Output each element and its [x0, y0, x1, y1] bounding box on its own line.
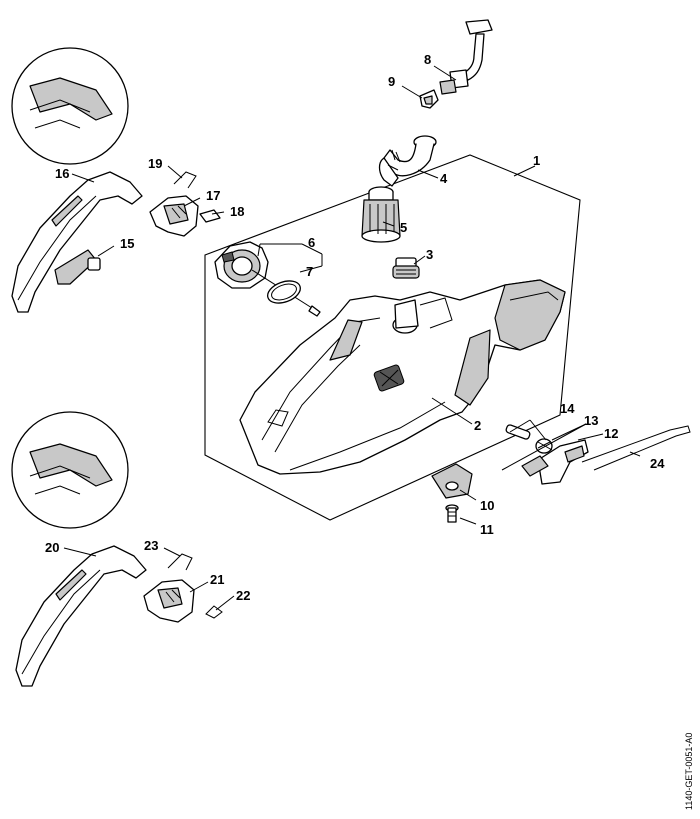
assembly-frame — [204, 154, 581, 521]
callout-9: 9 — [388, 74, 395, 89]
callout-12: 12 — [604, 426, 618, 441]
tank-housing — [239, 279, 566, 475]
rear-handle-bottom — [15, 545, 147, 687]
drawing-code: 1140-GET-0051-A0 — [684, 733, 694, 810]
spring-wire-bottom — [167, 553, 193, 571]
callout-14: 14 — [560, 401, 575, 416]
callout-3: 3 — [426, 247, 433, 262]
fuel-cap — [214, 241, 321, 317]
callout-23: 23 — [144, 538, 158, 553]
fuel-filter — [361, 186, 401, 243]
fuel-line — [439, 19, 493, 95]
clip-bottom — [205, 605, 223, 619]
callout-20: 20 — [45, 540, 59, 555]
callout-21: 21 — [210, 572, 224, 587]
callout-10: 10 — [480, 498, 494, 513]
torsion-spring — [521, 438, 553, 477]
buffer — [431, 463, 473, 499]
callout-16: 16 — [55, 166, 69, 181]
detail-view-top — [11, 47, 129, 165]
spring-wire-top — [173, 171, 197, 189]
callout-8: 8 — [424, 52, 431, 67]
callout-6: 6 — [308, 235, 315, 250]
detail-view-bottom — [11, 411, 129, 529]
fuel-hose — [378, 135, 437, 187]
throttle-trigger — [537, 439, 589, 485]
callout-18: 18 — [230, 204, 244, 219]
elbow-fitting — [419, 89, 439, 109]
o-ring — [267, 280, 301, 304]
lock-assembly-bottom — [143, 579, 195, 623]
throttle-rod — [581, 425, 691, 471]
callout-4: 4 — [440, 171, 448, 186]
callout-5: 5 — [400, 220, 407, 235]
callout-24: 24 — [650, 456, 665, 471]
callout-19: 19 — [148, 156, 162, 171]
callout-2: 2 — [474, 418, 481, 433]
callout-17: 17 — [206, 188, 220, 203]
callout-11: 11 — [480, 522, 494, 537]
valve-plug — [392, 257, 420, 279]
rear-handle-top — [11, 171, 143, 313]
clip-top — [199, 209, 221, 223]
pin — [505, 424, 531, 440]
callout-1: 1 — [533, 153, 540, 168]
handle-insert — [54, 249, 101, 285]
callout-22: 22 — [236, 588, 250, 603]
callout-13: 13 — [584, 413, 598, 428]
leader-lines — [63, 65, 641, 611]
callout-15: 15 — [120, 236, 134, 251]
screw — [445, 504, 459, 523]
callout-7: 7 — [306, 264, 313, 279]
lock-assembly-top — [149, 195, 199, 237]
